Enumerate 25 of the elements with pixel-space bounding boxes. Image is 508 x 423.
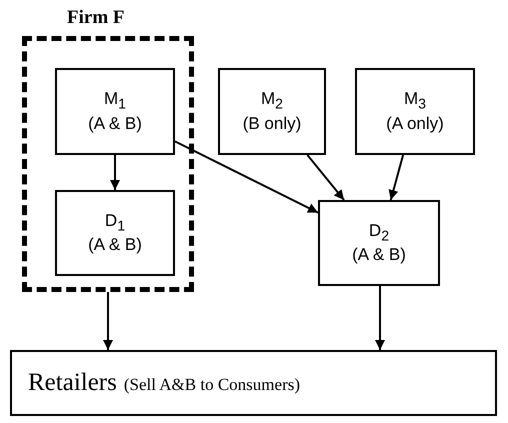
process-box (10, 350, 497, 416)
box-sublabel: (A only) (386, 114, 444, 134)
box-label: Retailers (28, 368, 117, 398)
arrow (174, 140, 318, 214)
arrow (306, 154, 345, 201)
box-sublabel: (Sell A&B to Consumers) (124, 375, 300, 396)
box-sublabel: (A & B) (88, 235, 142, 256)
box-label: M$_{1}$ (104, 89, 126, 114)
process-box (318, 200, 440, 286)
box-sublabel: (B only) (242, 114, 302, 134)
box-sublabel: (A & B) (352, 245, 406, 266)
arrow (375, 286, 385, 350)
process-box (355, 68, 475, 155)
box-sublabel: (A & B) (88, 114, 142, 134)
arrow (110, 155, 120, 190)
process-box (55, 190, 175, 276)
arrow (388, 154, 404, 200)
box-label: M$_{3}$ (404, 89, 426, 114)
process-box (55, 68, 175, 155)
box-label: D$_{2}$ (368, 220, 390, 245)
process-box (218, 68, 326, 155)
group-title: Firm F (67, 7, 125, 30)
box-label: M$_{2}$ (260, 89, 284, 114)
arrow (103, 292, 113, 350)
box-label: D$_{1}$ (104, 210, 126, 235)
